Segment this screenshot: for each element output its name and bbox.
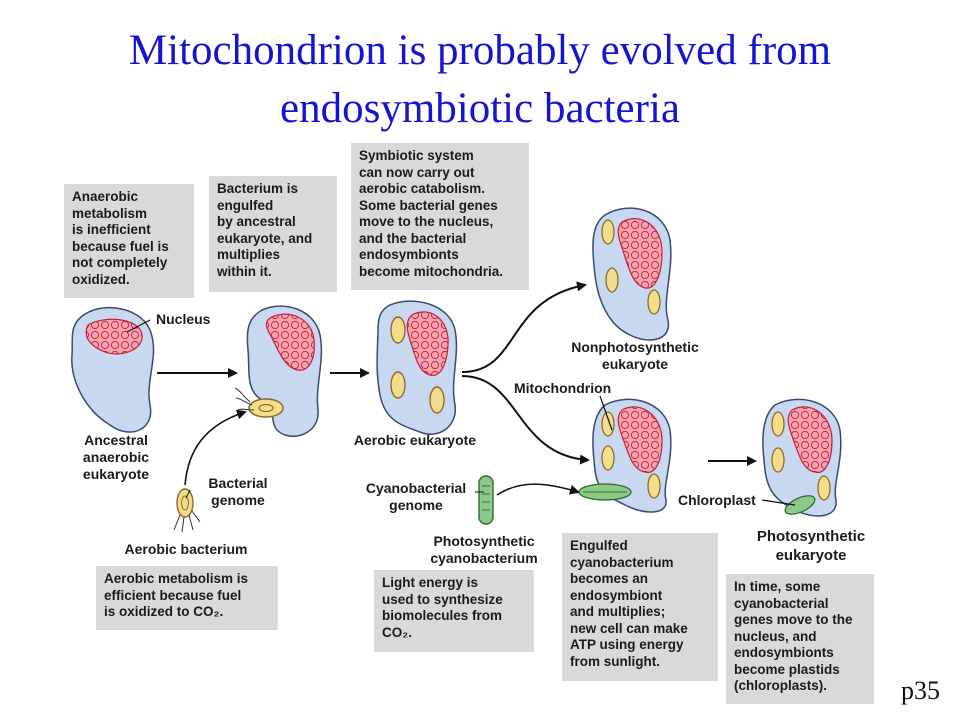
box-line: aerobic catabolism. bbox=[359, 181, 486, 196]
box-line: metabolism bbox=[72, 205, 148, 221]
mitochondrion-label: Mitochondrion bbox=[514, 380, 612, 396]
box-line: efficient because fuel bbox=[104, 587, 242, 603]
label-line: cyanobacterium bbox=[430, 550, 538, 566]
box-line: Light energy is bbox=[382, 575, 479, 590]
nonphotosynthetic-cell bbox=[592, 207, 672, 341]
title-line-2: endosymbiotic bacteria bbox=[280, 85, 680, 132]
chloroplast-leader bbox=[761, 499, 796, 506]
box-line: Symbiotic system bbox=[359, 148, 474, 163]
anaerobic-box: Anaerobic metabolism is inefficient beca… bbox=[64, 184, 194, 298]
box-line: cyanobacterial bbox=[734, 595, 829, 611]
box-line: is oxidized to CO₂. bbox=[104, 604, 224, 619]
box-line: new cell can make bbox=[570, 620, 688, 636]
label-line: genome bbox=[211, 492, 265, 508]
bacterial-genome-label: Bacterial genome bbox=[196, 475, 280, 509]
aerobic-metabolism-box: Aerobic metabolism is efficient because … bbox=[96, 566, 278, 630]
cyanobacterial-genome-label: Cyanobacterial genome bbox=[356, 480, 476, 514]
box-line: by ancestral bbox=[217, 214, 296, 229]
symbiotic-box: Symbiotic system can now carry out aerob… bbox=[351, 143, 529, 290]
box-line: become mitochondria. bbox=[359, 263, 504, 279]
label-line: genome bbox=[389, 497, 443, 513]
photosynthetic-eukaryote-label: Photosynthetic eukaryote bbox=[746, 527, 876, 565]
box-line: because fuel is bbox=[72, 238, 169, 254]
box-line: from sunlight. bbox=[570, 653, 660, 669]
box-line: In time, some bbox=[734, 579, 821, 594]
label-line: Photosynthetic bbox=[433, 533, 535, 549]
title-line-1: Mitochondrion is probably evolved from bbox=[128, 27, 832, 74]
box-line: Anaerobic bbox=[72, 189, 139, 204]
aerobic-bacterium-label: Aerobic bacterium bbox=[124, 541, 248, 557]
box-line: move to the nucleus, bbox=[359, 214, 494, 229]
cyanobacterium-shape bbox=[478, 475, 494, 525]
box-line: ATP using energy bbox=[570, 637, 684, 652]
label-line: anaerobic bbox=[82, 449, 150, 465]
aerobic-bacterium-shape bbox=[173, 488, 201, 533]
light-energy-box: Light energy is used to synthesize biomo… bbox=[374, 570, 534, 652]
box-line: (chloroplasts). bbox=[734, 678, 828, 693]
box-line: within it. bbox=[217, 263, 272, 279]
box-line: and the bacterial bbox=[359, 230, 467, 246]
box-line: genes move to the bbox=[734, 612, 853, 627]
aerobic-eukaryote-cell bbox=[376, 300, 458, 435]
box-line: and multiplies; bbox=[570, 604, 666, 619]
ancestral-eukaryote-label: Ancestral anaerobic eukaryote bbox=[68, 432, 164, 483]
box-line: endosymbiont bbox=[570, 587, 663, 603]
box-line: CO₂. bbox=[382, 624, 412, 640]
arrow-upper-branch bbox=[461, 281, 587, 373]
label-line: Cyanobacterial bbox=[365, 480, 467, 496]
label-line: eukaryote bbox=[601, 356, 669, 372]
arrow-cyano-engulf bbox=[496, 483, 580, 496]
box-line: can now carry out bbox=[359, 164, 475, 180]
label-line: eukaryote bbox=[82, 466, 150, 482]
box-line: endosymbionts bbox=[359, 247, 459, 262]
bacterial-genome-leader bbox=[185, 489, 191, 499]
box-line: oxidized. bbox=[72, 271, 130, 287]
photosynthetic-cyanobacterium-label: Photosynthetic cyanobacterium bbox=[416, 533, 552, 567]
box-line: Aerobic metabolism is bbox=[104, 571, 249, 586]
box-line: multiplies bbox=[217, 247, 281, 262]
engulfed-bacterium-box: Bacterium is engulfed by ancestral eukar… bbox=[209, 176, 337, 292]
engulfing-cell bbox=[234, 305, 323, 437]
box-line: becomes an bbox=[570, 571, 649, 586]
mitochondrion-leader bbox=[599, 395, 613, 431]
label-line: eukaryote bbox=[775, 547, 847, 564]
in-time-box: In time, some cyanobacterial genes move … bbox=[726, 574, 874, 704]
box-line: cyanobacterium bbox=[570, 554, 674, 570]
arrow-lower-branch bbox=[461, 375, 590, 465]
arrow-bacterium-engulf bbox=[184, 409, 247, 486]
box-line: used to synthesize bbox=[382, 591, 503, 607]
nucleus-leader bbox=[126, 319, 151, 333]
ancestral-eukaryote-cell bbox=[71, 306, 155, 433]
box-line: Bacterium is bbox=[217, 181, 299, 196]
chloroplast-label: Chloroplast bbox=[678, 492, 756, 508]
cyano-engulfing-cell bbox=[578, 398, 672, 513]
box-line: not completely bbox=[72, 255, 168, 270]
box-line: eukaryote, and bbox=[217, 230, 313, 246]
box-line: endosymbionts bbox=[734, 645, 834, 660]
box-line: nucleus, and bbox=[734, 628, 817, 644]
box-line: is inefficient bbox=[72, 222, 151, 237]
label-line: Ancestral bbox=[84, 432, 148, 448]
box-line: biomolecules from bbox=[382, 608, 503, 623]
box-line: Engulfed bbox=[570, 538, 628, 553]
engulfed-cyano-box: Engulfed cyanobacterium becomes an endos… bbox=[562, 533, 718, 681]
page-number: p35 bbox=[901, 676, 940, 705]
box-line: Some bacterial genes bbox=[359, 197, 498, 213]
label-line: Nonphotosynthetic bbox=[571, 339, 699, 355]
box-line: become plastids bbox=[734, 661, 840, 677]
label-line: Bacterial bbox=[208, 475, 268, 491]
slide-title: Mitochondrion is probably evolved from e… bbox=[0, 22, 960, 138]
nucleus-label: Nucleus bbox=[156, 311, 211, 327]
aerobic-eukaryote-label: Aerobic eukaryote bbox=[353, 432, 477, 448]
nonphotosynthetic-eukaryote-label: Nonphotosynthetic eukaryote bbox=[556, 339, 714, 373]
photosynthetic-cell bbox=[762, 398, 842, 517]
box-line: engulfed bbox=[217, 197, 274, 213]
label-line: Photosynthetic bbox=[756, 528, 866, 545]
